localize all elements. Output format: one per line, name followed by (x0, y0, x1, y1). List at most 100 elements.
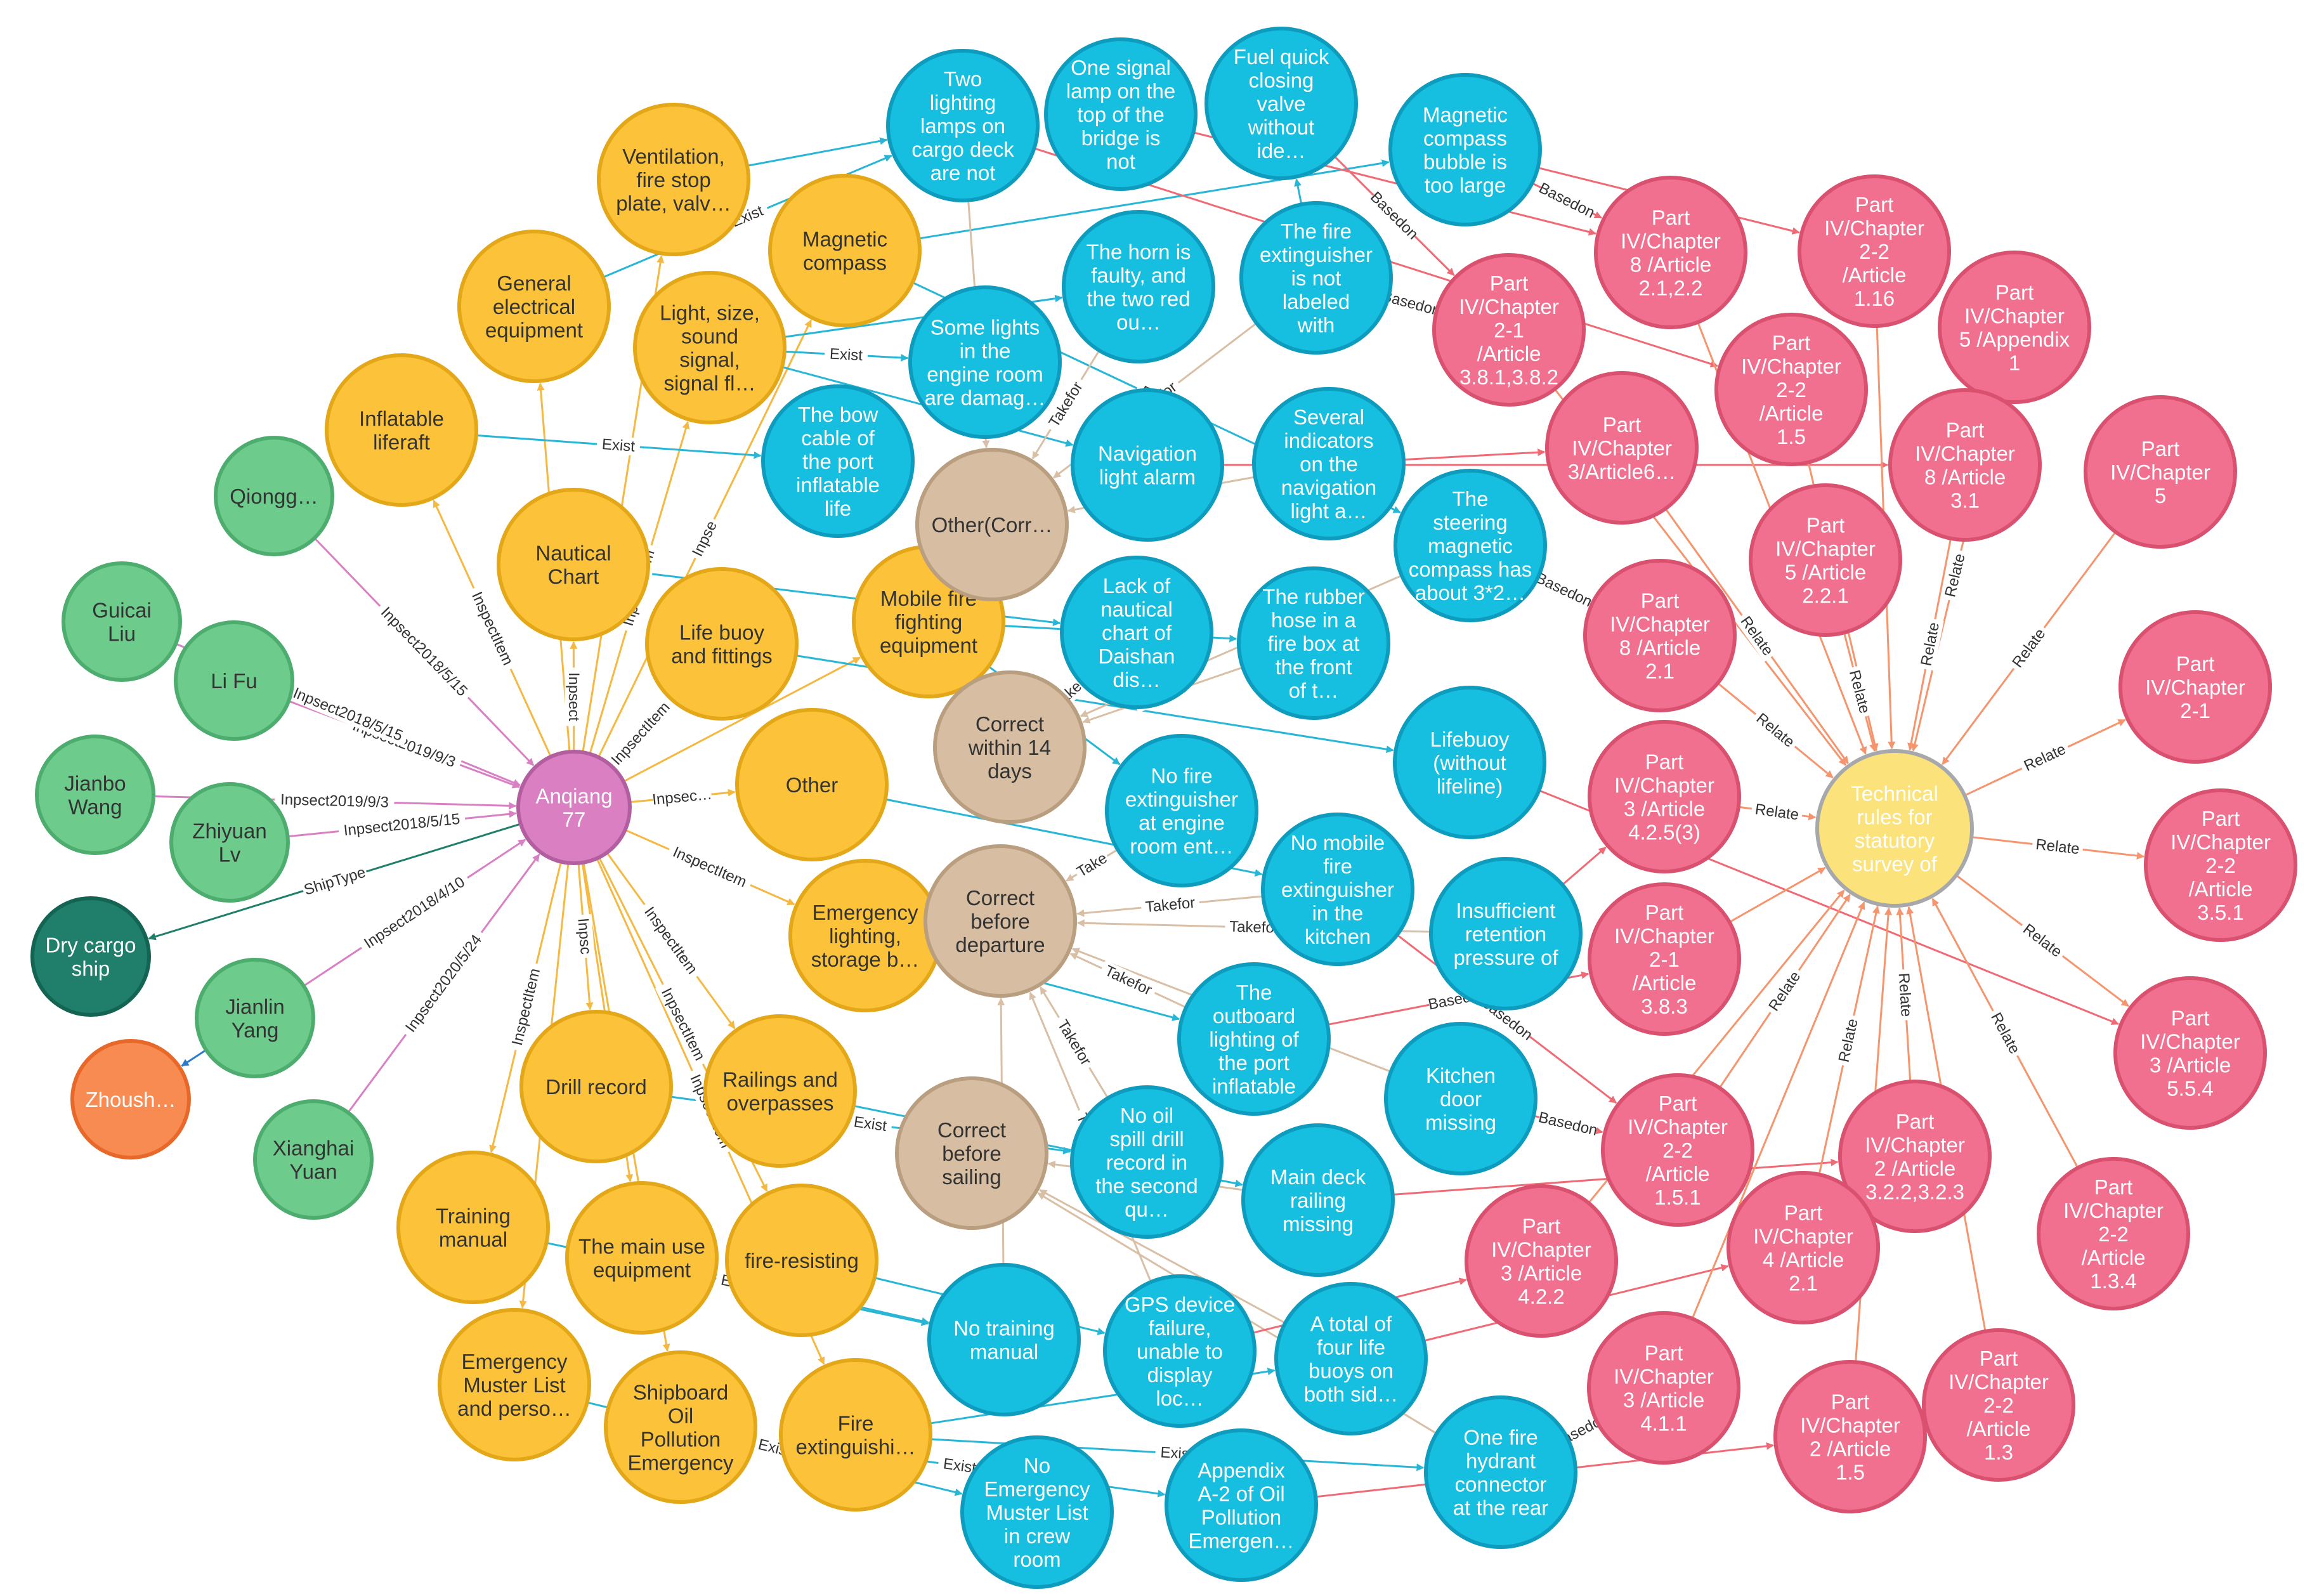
node-inspector-qiongg[interactable]: Qiongg… (214, 436, 334, 556)
edge-label-bg (285, 682, 410, 747)
node-circle (325, 353, 478, 507)
node-circle (1815, 749, 1974, 908)
edge-label-bg (665, 841, 754, 894)
edge-relate-r_3_411-std (1691, 901, 1865, 1319)
node-item-other[interactable]: Other (735, 708, 889, 861)
node-circle (1394, 469, 1547, 622)
edge-label-relate: Relate (1836, 1017, 1862, 1064)
node-port-zhoushan[interactable]: Zhoush… (70, 1039, 191, 1160)
edge-label-relate: Relate (2021, 741, 2068, 775)
node-action-a_other[interactable]: Other(Corr… (915, 448, 1069, 601)
edge-label-bg (2016, 918, 2068, 964)
node-item-drill[interactable]: Drill record (519, 1010, 673, 1163)
edge-label-bg (937, 1454, 982, 1478)
node-circle (519, 1010, 673, 1163)
node-item-fire_resisting[interactable]: fire-resisting (725, 1184, 878, 1337)
node-inspector-lifu[interactable]: Li Fu (174, 620, 294, 741)
